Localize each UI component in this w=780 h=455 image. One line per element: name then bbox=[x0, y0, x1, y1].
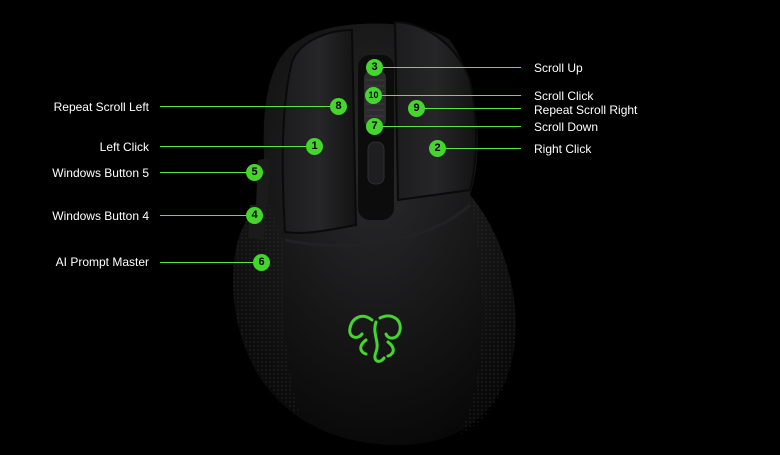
side-grip-left bbox=[232, 200, 300, 415]
label-scroll-down: Scroll Down bbox=[534, 120, 599, 134]
label-scroll-click: Scroll Click bbox=[534, 89, 594, 103]
leader-repeat-scroll-left bbox=[160, 106, 330, 107]
leader-repeat-scroll-right bbox=[425, 108, 521, 109]
marker-ai-prompt-master: 6 bbox=[253, 254, 270, 271]
label-windows-button-4: Windows Button 4 bbox=[52, 209, 149, 223]
label-scroll-up: Scroll Up bbox=[534, 61, 583, 75]
label-right-click: Right Click bbox=[534, 142, 592, 156]
marker-repeat-scroll-right: 9 bbox=[408, 100, 425, 117]
leader-windows-button-4 bbox=[160, 215, 246, 216]
leader-left-click bbox=[160, 146, 306, 147]
leader-scroll-down bbox=[383, 126, 521, 127]
center-button bbox=[367, 141, 385, 185]
leader-scroll-click bbox=[382, 95, 521, 96]
side-grip-right bbox=[460, 195, 516, 435]
label-ai-prompt-master: AI Prompt Master bbox=[55, 255, 149, 269]
label-repeat-scroll-right: Repeat Scroll Right bbox=[534, 103, 638, 117]
razer-logo bbox=[348, 314, 402, 363]
marker-windows-button-5: 5 bbox=[246, 164, 263, 181]
marker-scroll-up: 3 bbox=[366, 59, 383, 76]
palm-ridge bbox=[284, 203, 472, 247]
leader-ai-prompt-master bbox=[160, 262, 253, 263]
marker-left-click: 1 bbox=[306, 138, 323, 155]
leader-scroll-up bbox=[383, 67, 521, 68]
marker-windows-button-4: 4 bbox=[246, 207, 263, 224]
marker-repeat-scroll-left: 8 bbox=[330, 98, 347, 115]
label-repeat-scroll-left: Repeat Scroll Left bbox=[53, 100, 149, 114]
marker-scroll-click: 10 bbox=[365, 87, 382, 104]
marker-scroll-down: 7 bbox=[366, 118, 383, 135]
left-button-shape bbox=[281, 28, 358, 234]
leader-right-click bbox=[446, 148, 521, 149]
marker-right-click: 2 bbox=[429, 140, 446, 157]
label-left-click: Left Click bbox=[99, 140, 149, 154]
label-windows-button-5: Windows Button 5 bbox=[52, 166, 149, 180]
right-button-shape bbox=[393, 20, 477, 202]
leader-windows-button-5 bbox=[160, 172, 246, 173]
